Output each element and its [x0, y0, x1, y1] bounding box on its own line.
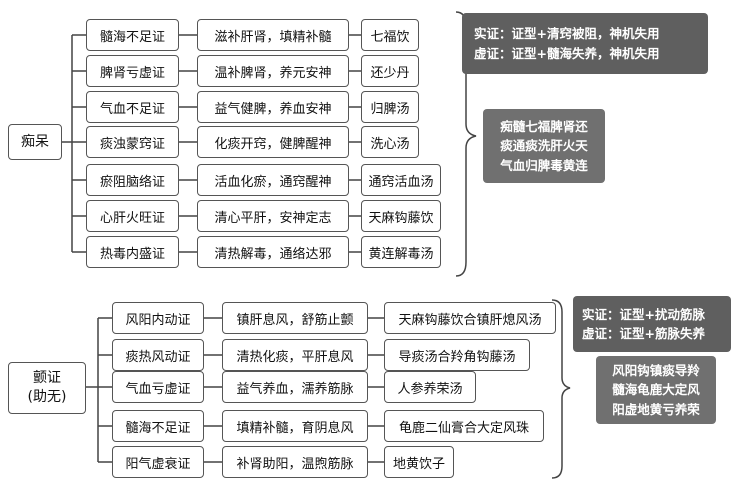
formula-node: 还少丹 — [361, 55, 419, 87]
syndrome-node: 阳气虚衰证 — [112, 446, 204, 478]
syndrome-label: 瘀阻脑络证 — [99, 174, 165, 190]
mnemonic-note: 痴髓七福脾肾还 痰通痰洗肝火天 气血归脾毒黄连 — [483, 109, 605, 183]
mnemonic-note: 风阳钩镇痰导羚 髓海龟鹿大定风 阳虚地黄亏养荣 — [596, 356, 716, 424]
method-node: 补肾助阳，温煦筋脉 — [222, 446, 368, 478]
formula-label: 还少丹 — [370, 65, 410, 81]
note-line: 虚证：证型+髓海失养，神机失用 — [474, 45, 660, 61]
formula-node: 天麻钩藤饮 — [361, 200, 441, 232]
root-tremor: 颤证 (助无) — [8, 362, 86, 414]
method-node: 清热化痰，平肝息风 — [222, 339, 368, 371]
syndrome-label: 风阳内动证 — [125, 312, 191, 328]
syndrome-node: 气血不足证 — [86, 91, 179, 123]
formula-label: 归脾汤 — [370, 101, 410, 117]
formula-label: 天麻钩藤饮合镇肝熄风汤 — [398, 312, 542, 328]
syndrome-node: 风阳内动证 — [112, 302, 204, 334]
syndrome-node: 热毒内盛证 — [86, 236, 179, 268]
formula-node: 黄连解毒汤 — [361, 236, 441, 268]
method-label: 填精补髓，育阴息风 — [236, 420, 354, 436]
method-label: 温补脾肾，养元安神 — [214, 65, 332, 81]
formula-node: 洗心汤 — [361, 126, 419, 158]
method-label: 益气健脾，养血安神 — [214, 101, 332, 117]
mnemonic-line: 痴髓七福脾肾还 — [500, 118, 588, 134]
formula-label: 地黄饮子 — [392, 456, 445, 472]
mnemonic-line: 痰通痰洗肝火天 — [500, 138, 588, 154]
root-dementia: 痴呆 — [8, 124, 62, 160]
method-node: 滋补肝肾，填精补髓 — [197, 19, 349, 51]
method-node: 温补脾肾，养元安神 — [197, 55, 349, 87]
syndrome-label: 痰浊蒙窍证 — [99, 136, 165, 152]
formula-label: 洗心汤 — [370, 136, 410, 152]
formula-label: 黄连解毒汤 — [368, 246, 434, 262]
syndrome-label: 心肝火旺证 — [99, 210, 165, 226]
pathogenesis-note: 实证：证型+清窍被阻，神机失用 虚证：证型+髓海失养，神机失用 — [462, 13, 708, 74]
mnemonic-line: 风阳钩镇痰导羚 — [612, 362, 700, 378]
note-line: 实证：证型+扰动筋脉 — [582, 306, 705, 322]
syndrome-label: 热毒内盛证 — [99, 246, 165, 262]
pathogenesis-note: 实证：证型+扰动筋脉 虚证：证型+筋脉失养 — [573, 296, 731, 352]
method-node: 清热解毒，通络达邪 — [197, 236, 349, 268]
formula-label: 七福饮 — [370, 29, 410, 45]
method-node: 镇肝息风，舒筋止颤 — [222, 302, 368, 334]
note-line: 实证：证型+清窍被阻，神机失用 — [474, 26, 660, 42]
syndrome-label: 痰热风动证 — [125, 349, 191, 365]
formula-node: 归脾汤 — [361, 91, 419, 123]
method-label: 清心平肝，安神定志 — [214, 210, 332, 226]
syndrome-node: 髓海不足证 — [112, 410, 204, 442]
method-node: 填精补髓，育阴息风 — [222, 410, 368, 442]
syndrome-node: 瘀阻脑络证 — [86, 164, 179, 196]
mnemonic-line: 气血归脾毒黄连 — [500, 157, 588, 173]
syndrome-label: 阳气虚衰证 — [125, 456, 191, 472]
syndrome-node: 痰热风动证 — [112, 339, 204, 371]
formula-node: 地黄饮子 — [384, 446, 454, 478]
syndrome-node: 痰浊蒙窍证 — [86, 126, 179, 158]
formula-node: 通窍活血汤 — [361, 164, 441, 196]
syndrome-node: 髓海不足证 — [86, 19, 179, 51]
method-node: 清心平肝，安神定志 — [197, 200, 349, 232]
root-label: 痴呆 — [21, 133, 49, 150]
formula-node: 导痰汤合羚角钩藤汤 — [384, 339, 530, 371]
formula-label: 人参养荣汤 — [397, 381, 463, 397]
formula-node: 天麻钩藤饮合镇肝熄风汤 — [384, 302, 556, 334]
syndrome-label: 气血亏虚证 — [125, 381, 191, 397]
formula-node: 七福饮 — [361, 19, 419, 51]
method-label: 清热化痰，平肝息风 — [236, 349, 354, 365]
method-node: 活血化瘀，通窍醒神 — [197, 164, 349, 196]
method-label: 活血化瘀，通窍醒神 — [214, 174, 332, 190]
method-label: 补肾助阳，温煦筋脉 — [236, 456, 354, 472]
formula-label: 通窍活血汤 — [368, 174, 434, 190]
syndrome-label: 髓海不足证 — [99, 29, 165, 45]
formula-label: 导痰汤合羚角钩藤汤 — [398, 349, 516, 365]
method-label: 镇肝息风，舒筋止颤 — [236, 312, 354, 328]
mnemonic-line: 髓海龟鹿大定风 — [612, 382, 700, 398]
method-node: 化痰开窍，健脾醒神 — [197, 126, 349, 158]
syndrome-label: 脾肾亏虚证 — [99, 65, 165, 81]
note-line: 虚证：证型+筋脉失养 — [582, 326, 705, 341]
method-node: 益气健脾，养血安神 — [197, 91, 349, 123]
method-label: 益气养血，濡养筋脉 — [236, 381, 354, 397]
root-sublabel: (助无) — [27, 389, 67, 405]
syndrome-node: 脾肾亏虚证 — [86, 55, 179, 87]
syndrome-node: 心肝火旺证 — [86, 200, 179, 232]
formula-node: 龟鹿二仙膏合大定风珠 — [384, 410, 544, 442]
syndrome-label: 气血不足证 — [99, 101, 165, 117]
method-label: 化痰开窍，健脾醒神 — [214, 136, 332, 152]
method-node: 益气养血，濡养筋脉 — [222, 371, 368, 403]
mnemonic-line: 阳虚地黄亏养荣 — [612, 401, 700, 417]
formula-node: 人参养荣汤 — [384, 371, 476, 403]
formula-label: 龟鹿二仙膏合大定风珠 — [398, 420, 529, 436]
method-label: 滋补肝肾，填精补髓 — [214, 29, 332, 45]
method-label: 清热解毒，通络达邪 — [214, 246, 332, 262]
formula-label: 天麻钩藤饮 — [368, 210, 434, 226]
syndrome-node: 气血亏虚证 — [112, 371, 204, 403]
syndrome-label: 髓海不足证 — [125, 420, 191, 436]
root-label: 颤证 — [33, 370, 61, 387]
